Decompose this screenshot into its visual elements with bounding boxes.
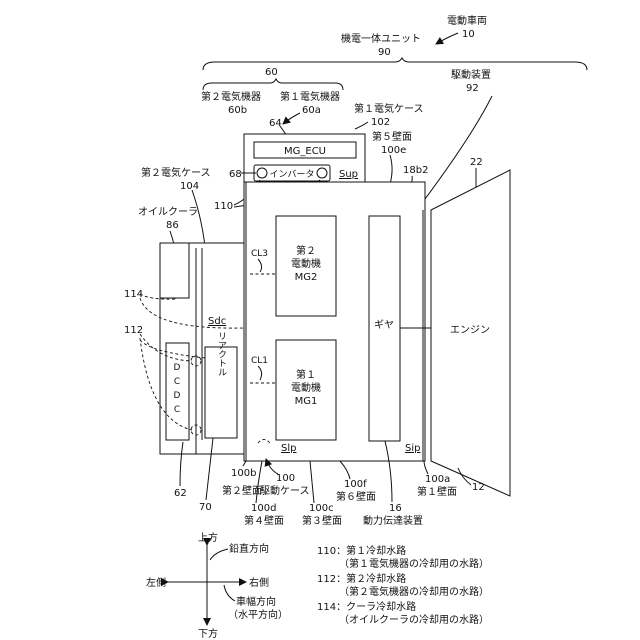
ref-18b2: 18b2 xyxy=(403,165,428,176)
down-label: 下方 xyxy=(198,627,218,640)
ref-100d: 100d xyxy=(251,503,276,514)
drive-device-label: 駆動装置 xyxy=(451,68,491,81)
elec-group-brace xyxy=(203,79,343,90)
third-wall-label: 第３壁面 xyxy=(302,514,342,527)
gear-label: ギヤ xyxy=(374,319,394,331)
ref-22: 22 xyxy=(470,157,483,168)
legend-110-note: （第１電気機器の冷却用の水路） xyxy=(339,557,489,570)
fifth-wall-label: 第５壁面 xyxy=(372,130,412,143)
ref-100b: 100b xyxy=(231,468,256,479)
power-transmission-label: 動力伝達装置 xyxy=(363,514,423,527)
sup-label: Sup xyxy=(339,169,358,180)
mg2-line1: 第２ xyxy=(296,244,316,257)
sdc-label: Sdc xyxy=(208,316,226,327)
ref-100c-leader xyxy=(310,461,314,503)
ref-100: 100 xyxy=(276,473,295,484)
engine-label: エンジン xyxy=(450,325,490,336)
first-case-label: 第１電気ケース xyxy=(354,102,424,115)
left-label: 左側 xyxy=(146,576,166,589)
ref-68: 68 xyxy=(229,169,242,180)
ref-100a: 100a xyxy=(425,474,450,485)
vehicle-label: 電動車両 xyxy=(447,14,487,27)
vertical-direction-leader xyxy=(210,549,228,560)
second-case-number: 104 xyxy=(180,181,199,192)
up-label: 上方 xyxy=(198,531,218,544)
width-direction-label-1: 車幅方向 xyxy=(236,595,276,608)
oil-cooler-number: 86 xyxy=(166,220,179,231)
ref-16: 16 xyxy=(389,503,402,514)
legend-112-name: 112：第２冷却水路 xyxy=(317,572,406,585)
ref-12: 12 xyxy=(472,482,485,493)
width-direction-leader xyxy=(224,585,235,601)
unit-brace xyxy=(203,58,587,70)
legend-114-name: 114：クーラ冷却水路 xyxy=(317,600,416,613)
first-case-number: 102 xyxy=(371,117,390,128)
ref-64: 64 xyxy=(269,118,282,129)
sip-label: Sip xyxy=(405,443,420,454)
right-label: 右側 xyxy=(249,576,269,589)
first-machine-label: 第１電気機器 xyxy=(280,90,340,103)
cl3-label: CL3 xyxy=(251,249,268,259)
mg2-line2: 電動機 xyxy=(291,257,321,270)
sixth-wall-label: 第６壁面 xyxy=(336,490,376,503)
oil-cooler-label: オイルクーラ xyxy=(138,206,198,218)
legend-114-note: （オイルクーラの冷却用の水路） xyxy=(339,613,489,626)
dcdc-c1: C xyxy=(174,377,180,387)
ref-100f-leader xyxy=(340,461,350,479)
fourth-wall-label: 第４壁面 xyxy=(244,514,284,527)
mg-ecu-label: MG_ECU xyxy=(284,146,326,157)
mg1-line3: MG1 xyxy=(295,396,318,407)
ref-100a-leader xyxy=(424,461,428,474)
vehicle-leader xyxy=(436,33,458,44)
ref-100b-leader xyxy=(243,461,246,466)
dcdc-c2: C xyxy=(174,405,180,415)
legend-112-note: （第２電気機器の冷却用の水路） xyxy=(339,585,489,598)
slp-label: Slp xyxy=(281,443,296,454)
ref-100f: 100f xyxy=(344,479,367,490)
oil-cooler-block xyxy=(160,243,189,298)
dcdc-d1: D xyxy=(174,363,181,373)
inverter-label: インバータ xyxy=(269,169,314,180)
vehicle-number: 10 xyxy=(462,29,475,40)
ref-100c: 100c xyxy=(309,503,334,514)
second-machine-label: 第２電気機器 xyxy=(201,90,261,103)
elec-group-number: 60 xyxy=(265,67,278,78)
legend-110-name: 110：第１冷却水路 xyxy=(317,544,406,557)
cl1-label: CL1 xyxy=(251,356,268,366)
first-case-leader xyxy=(355,122,368,129)
second-case-label: 第２電気ケース xyxy=(141,166,211,179)
first-wall-label: 第１壁面 xyxy=(417,485,457,498)
second-wall-label: 第２壁面 xyxy=(222,484,262,497)
drive-case-label: 駆動ケース xyxy=(260,484,310,497)
drive-device-number: 92 xyxy=(466,83,479,94)
dcdc-d2: D xyxy=(174,391,181,401)
mg1-line2: 電動機 xyxy=(291,381,321,394)
ref-62: 62 xyxy=(174,488,187,499)
ref-110: 110 xyxy=(214,201,233,212)
second-machine-number: 60b xyxy=(228,105,247,116)
vertical-direction-label: 鉛直方向 xyxy=(229,542,269,555)
fifth-wall-number: 100e xyxy=(381,145,406,156)
mg2-line3: MG2 xyxy=(295,272,318,283)
unit-label: 機電一体ユニット xyxy=(341,32,421,45)
first-machine-leader xyxy=(283,113,300,124)
reactor-label: リアクトル xyxy=(216,332,227,377)
width-direction-label-2: （水平方向） xyxy=(228,608,288,621)
first-machine-number: 60a xyxy=(302,105,321,116)
ref-70: 70 xyxy=(199,502,212,513)
unit-number: 90 xyxy=(378,47,391,58)
mg1-line1: 第１ xyxy=(296,368,316,381)
